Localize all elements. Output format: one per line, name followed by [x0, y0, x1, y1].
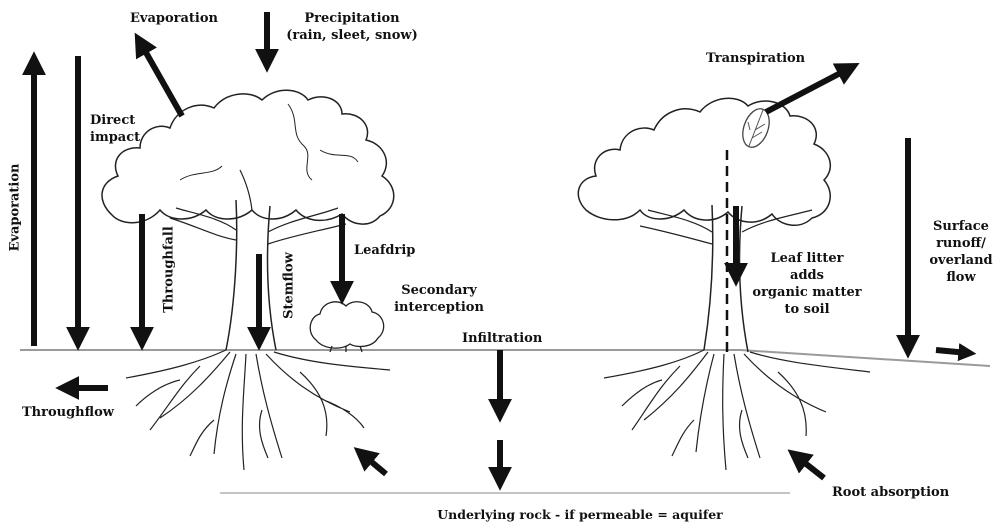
leaf-litter-line-3: organic matter [752, 284, 862, 301]
shrub [310, 302, 383, 352]
direct-impact-line-2: impact [90, 129, 140, 146]
surface-runoff-line-3: overland [926, 252, 996, 269]
secondary-line-1: Secondary [384, 282, 494, 299]
evaporation-top-arrow [140, 42, 182, 116]
evaporation-top-label: Evaporation [130, 10, 218, 27]
left-tree-canopy-detail [180, 104, 358, 180]
surface-runoff-line-4: flow [926, 269, 996, 286]
left-tree-roots [126, 350, 390, 470]
leaf-litter-line-1: Leaf litter [752, 250, 862, 267]
left-tree-canopy [102, 90, 394, 224]
surface-runoff-label: Surface runoff/ overland flow [926, 218, 996, 286]
left-tree [102, 90, 394, 470]
right-tree-roots [604, 350, 870, 470]
secondary-interception-label: Secondary interception [384, 282, 494, 316]
throughfall-label: Throughfall [162, 225, 177, 315]
root-absorption-arrow [796, 456, 824, 478]
precipitation-line-2: (rain, sleet, snow) [282, 27, 422, 44]
surface-runoff-line-2: runoff/ [926, 235, 996, 252]
direct-impact-line-1: Direct [90, 112, 140, 129]
stemflow-label: Stemflow [282, 251, 297, 321]
right-tree-canopy [578, 98, 830, 225]
leafdrip-label: Leafdrip [354, 242, 415, 259]
root-absorption-label: Root absorption [832, 484, 949, 501]
transpiration-label: Transpiration [706, 50, 805, 67]
secondary-line-2: interception [384, 299, 494, 316]
evaporation-side-label: Evaporation [8, 163, 23, 253]
left-root-absorption-arrow [362, 454, 386, 474]
leaf-litter-line-2: adds [752, 267, 862, 284]
bedrock-label: Underlying rock - if permeable = aquifer [400, 506, 760, 523]
surface-runoff-line-1: Surface [926, 218, 996, 235]
overland-flow-arrow [936, 350, 968, 353]
precipitation-line-1: Precipitation [282, 10, 422, 27]
leaf-litter-line-4: to soil [752, 301, 862, 318]
precipitation-label: Precipitation (rain, sleet, snow) [282, 10, 422, 44]
direct-impact-label: Direct impact [90, 112, 140, 146]
transpiration-arrow [766, 68, 850, 112]
left-tree-branches [170, 170, 346, 244]
left-tree-trunk [226, 200, 276, 350]
leaf-litter-label: Leaf litter adds organic matter to soil [752, 250, 862, 318]
infiltration-label: Infiltration [462, 330, 542, 347]
throughflow-label: Throughflow [22, 404, 114, 421]
